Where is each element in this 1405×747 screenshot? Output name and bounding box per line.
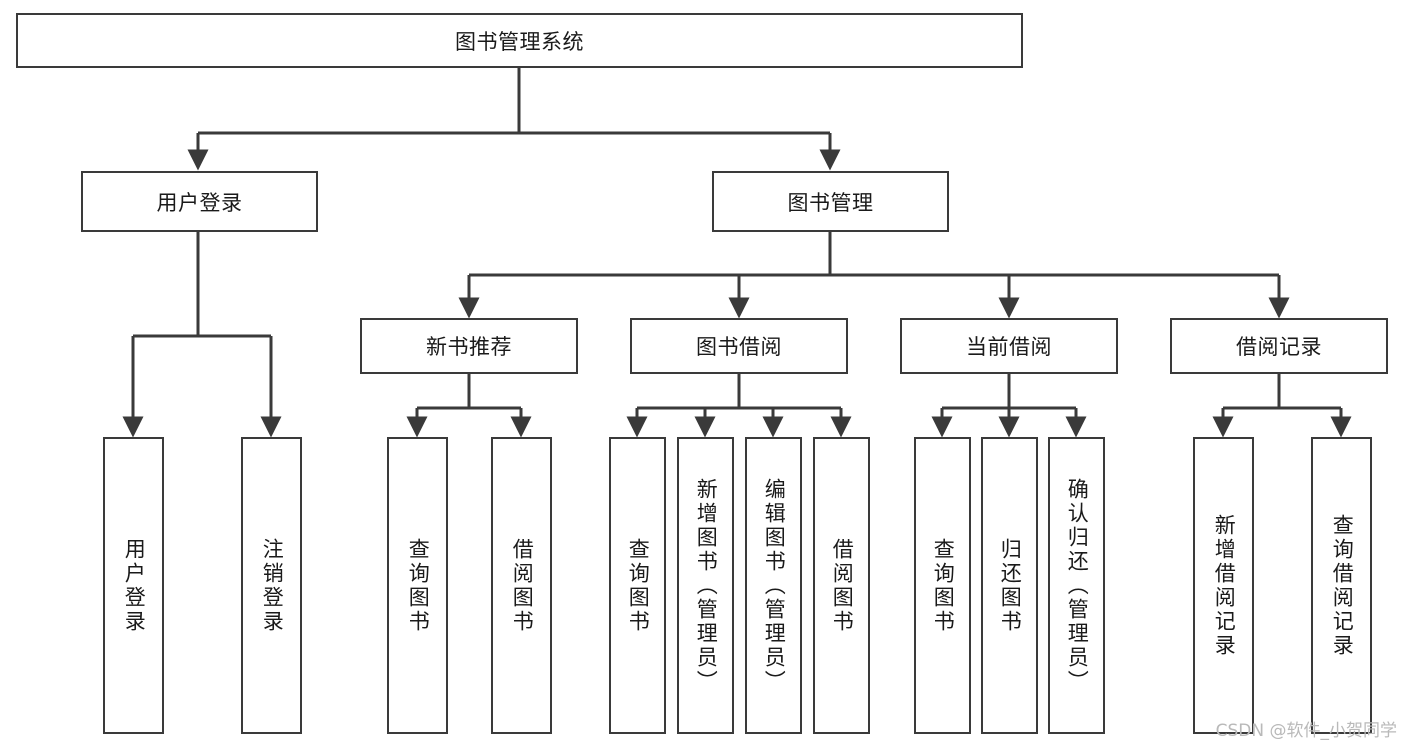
node-label: 查询图书	[626, 537, 651, 634]
leaf-confirm-return-admin[interactable]: 确认归还（管理员）	[1048, 437, 1105, 734]
leaf-query-borrowing-record[interactable]: 查询借阅记录	[1311, 437, 1372, 734]
node-label: 查询图书	[406, 537, 431, 634]
node-label: 新增图书（管理员）	[694, 477, 719, 694]
node-new-book-recommendation[interactable]: 新书推荐	[360, 318, 578, 374]
node-label: 用户登录	[122, 537, 147, 634]
node-label: 借阅图书	[830, 537, 855, 634]
node-label: 图书管理	[787, 190, 874, 215]
node-label: 确认归还（管理员）	[1065, 477, 1090, 694]
leaf-logout[interactable]: 注销登录	[241, 437, 302, 734]
node-label: 用户登录	[156, 190, 243, 215]
node-label: 查询借阅记录	[1330, 513, 1355, 658]
node-label: 图书借阅	[696, 335, 782, 359]
leaf-user-login[interactable]: 用户登录	[103, 437, 164, 734]
leaf-add-book-admin[interactable]: 新增图书（管理员）	[677, 437, 734, 734]
node-root-book-management-system[interactable]: 图书管理系统	[16, 13, 1023, 68]
node-book-management[interactable]: 图书管理	[712, 171, 949, 232]
node-book-borrowing[interactable]: 图书借阅	[630, 318, 848, 374]
node-label: 归还图书	[998, 537, 1023, 634]
leaf-borrow-book-recommendation[interactable]: 借阅图书	[491, 437, 552, 734]
node-label: 新增借阅记录	[1212, 513, 1237, 658]
node-label: 借阅图书	[510, 537, 535, 634]
node-user-login[interactable]: 用户登录	[81, 171, 318, 232]
leaf-borrow-book-borrowing[interactable]: 借阅图书	[813, 437, 870, 734]
node-borrowing-records[interactable]: 借阅记录	[1170, 318, 1388, 374]
leaf-query-book-borrowing[interactable]: 查询图书	[609, 437, 666, 734]
leaf-edit-book-admin[interactable]: 编辑图书（管理员）	[745, 437, 802, 734]
node-label: 新书推荐	[426, 335, 512, 359]
node-label: 图书管理系统	[455, 29, 584, 54]
node-label: 当前借阅	[966, 335, 1052, 359]
node-label: 编辑图书（管理员）	[762, 477, 787, 694]
leaf-query-book-current[interactable]: 查询图书	[914, 437, 971, 734]
leaf-query-book-recommendation[interactable]: 查询图书	[387, 437, 448, 734]
node-label: 查询图书	[931, 537, 956, 634]
leaf-return-book[interactable]: 归还图书	[981, 437, 1038, 734]
node-current-borrowing[interactable]: 当前借阅	[900, 318, 1118, 374]
node-label: 借阅记录	[1236, 335, 1322, 359]
leaf-add-borrowing-record[interactable]: 新增借阅记录	[1193, 437, 1254, 734]
node-label: 注销登录	[260, 537, 285, 634]
